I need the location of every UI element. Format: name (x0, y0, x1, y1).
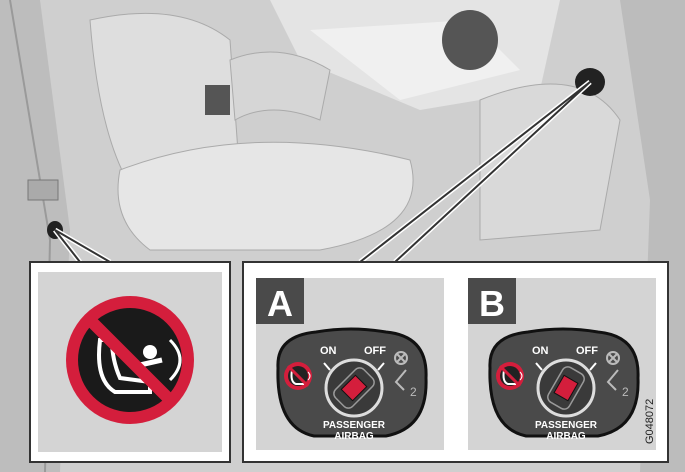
no-child-seat-icon (284, 362, 312, 390)
seat-cushion (117, 141, 414, 251)
airbag-key-switch[interactable] (536, 358, 596, 418)
gear-shifter (442, 10, 498, 70)
no-child-seat-icon (66, 296, 194, 424)
panel-letter: A (267, 283, 293, 324)
child-seat-warning-callout (29, 261, 231, 463)
off-label: OFF (364, 345, 386, 357)
no-child-seat-icon (496, 362, 524, 390)
on-label: ON (532, 345, 549, 357)
caption-line-2: AIRBAG (334, 431, 374, 442)
caption-line-1: PASSENGER (535, 420, 598, 431)
panel-b-airbag-off: B ON OFF 2 PASSENGER AIRBAG (468, 278, 656, 450)
figure-code: G048072 (644, 399, 656, 444)
airbag-off-indicator-icon: 2 (394, 351, 417, 399)
panel-a-airbag-on: A ON OFF 2 PASSENGER AIRBAG (256, 278, 444, 450)
off-label: OFF (576, 345, 598, 357)
on-label: ON (320, 345, 337, 357)
svg-text:2: 2 (410, 385, 417, 399)
svg-text:2: 2 (622, 385, 629, 399)
airbag-key-switch[interactable] (324, 358, 384, 418)
caption-line-1: PASSENGER (323, 420, 386, 431)
caption-line-2: AIRBAG (546, 431, 586, 442)
seatbelt-buckle (205, 85, 230, 115)
panel-letter: B (479, 283, 505, 324)
airbag-off-indicator-icon: 2 (606, 351, 629, 399)
